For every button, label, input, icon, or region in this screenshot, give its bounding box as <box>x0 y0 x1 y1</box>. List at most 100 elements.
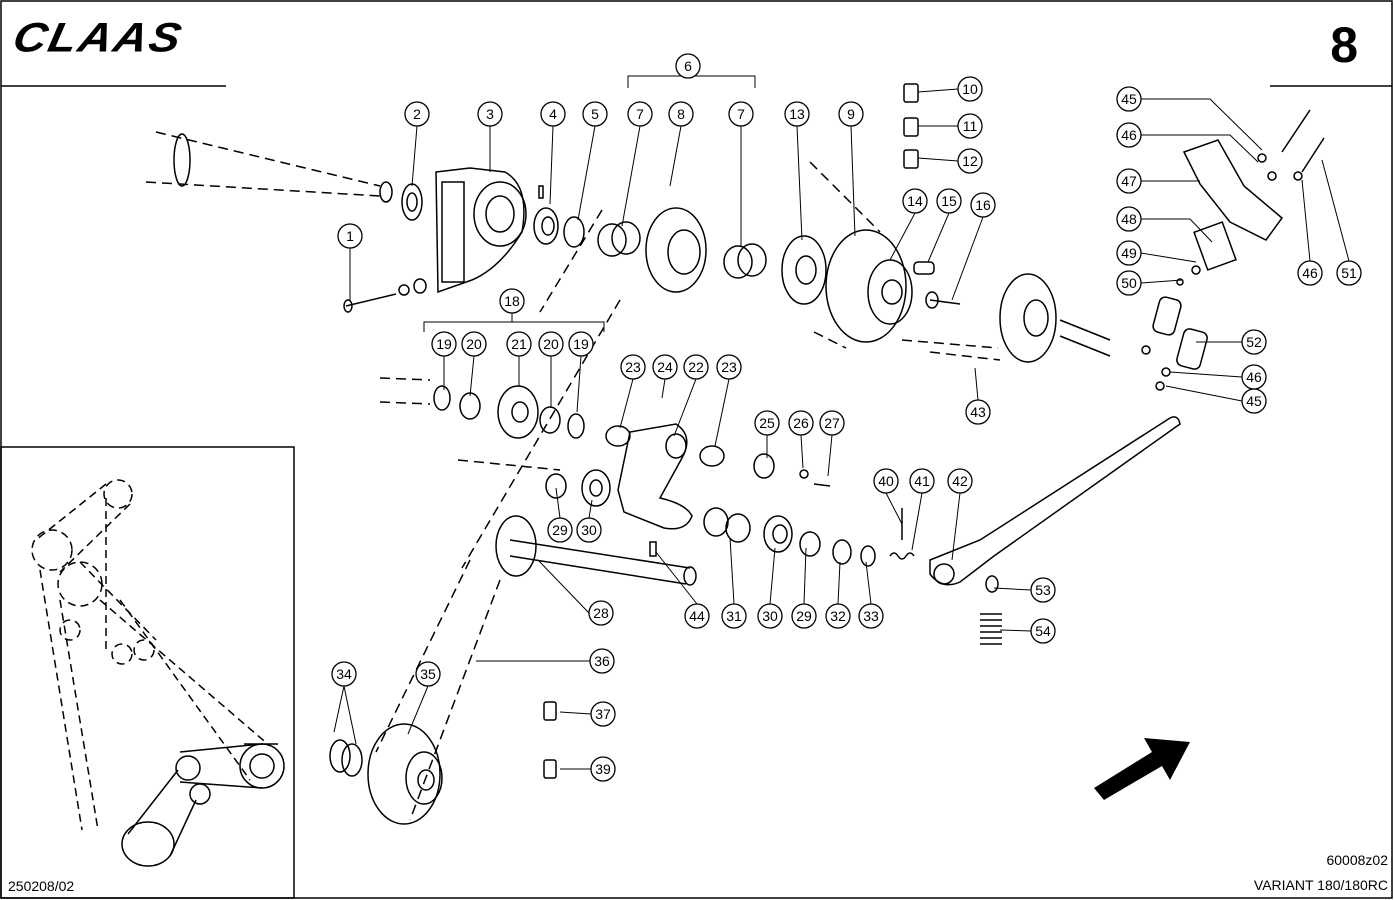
callout-circle <box>858 603 884 629</box>
callout-label: 8 <box>677 106 685 122</box>
callout-circle <box>957 113 983 139</box>
callout-circle <box>652 354 678 380</box>
callout-label: 14 <box>907 193 923 209</box>
callout-label: 27 <box>824 415 840 431</box>
callout-46: 46 <box>1297 260 1323 286</box>
callout-label: 50 <box>1121 275 1137 291</box>
callout-6: 6 <box>675 53 701 79</box>
callout-39: 39 <box>590 756 616 782</box>
callout-label: 42 <box>952 473 968 489</box>
callout-circle <box>1116 240 1142 266</box>
callout-circle <box>1030 577 1056 603</box>
callout-52: 52 <box>1241 329 1267 355</box>
callout-circle <box>499 288 525 314</box>
callout-label: 29 <box>552 522 568 538</box>
callout-circle <box>1030 618 1056 644</box>
callout-circle <box>337 223 363 249</box>
callout-label: 12 <box>962 153 978 169</box>
callout-35: 35 <box>415 661 441 687</box>
callout-circle <box>331 661 357 687</box>
callout-30: 30 <box>576 517 602 543</box>
callout-circle <box>909 468 935 494</box>
callout-11: 11 <box>957 113 983 139</box>
page-number: 8 <box>1330 17 1358 73</box>
callout-circle <box>838 101 864 127</box>
callout-label: 10 <box>962 81 978 97</box>
callout-22: 22 <box>683 354 709 380</box>
callout-circle <box>957 76 983 102</box>
callout-43: 43 <box>965 399 991 425</box>
callout-circle <box>1116 122 1142 148</box>
callout-label: 39 <box>595 761 611 777</box>
callout-circle <box>1336 260 1362 286</box>
callout-circle <box>957 148 983 174</box>
callout-circle <box>415 661 441 687</box>
callout-25: 25 <box>754 410 780 436</box>
callout-circle <box>1241 329 1267 355</box>
callout-label: 23 <box>625 359 641 375</box>
callout-circle <box>538 331 564 357</box>
callout-label: 36 <box>594 653 610 669</box>
callout-circle <box>788 410 814 436</box>
callout-29: 29 <box>791 603 817 629</box>
callout-label: 11 <box>963 118 978 134</box>
callout-44: 44 <box>684 603 710 629</box>
callout-46: 46 <box>1116 122 1142 148</box>
callout-29: 29 <box>547 517 573 543</box>
callout-49: 49 <box>1116 240 1142 266</box>
callout-53: 53 <box>1030 577 1056 603</box>
callout-3: 3 <box>477 101 503 127</box>
callout-2: 2 <box>404 101 430 127</box>
callout-circle <box>540 101 566 127</box>
callout-label: 24 <box>657 359 673 375</box>
callout-circle <box>754 410 780 436</box>
callout-label: 47 <box>1121 173 1137 189</box>
callout-label: 31 <box>726 608 742 624</box>
callout-label: 48 <box>1121 211 1137 227</box>
callout-label: 51 <box>1341 265 1357 281</box>
callout-12: 12 <box>957 148 983 174</box>
callout-21: 21 <box>506 331 532 357</box>
callout-label: 32 <box>830 608 846 624</box>
callout-label: 45 <box>1121 91 1137 107</box>
callout-circle <box>477 101 503 127</box>
callout-20: 20 <box>461 331 487 357</box>
callout-51: 51 <box>1336 260 1362 286</box>
sheet-code: 250208/02 <box>8 878 75 894</box>
drawing-code: 60008z02 <box>1326 852 1388 868</box>
callout-circle <box>721 603 747 629</box>
callout-circle <box>1116 86 1142 112</box>
callout-label: 5 <box>591 106 599 122</box>
callout-label: 41 <box>914 473 930 489</box>
callout-42: 42 <box>947 468 973 494</box>
callout-circle <box>716 354 742 380</box>
callout-circle <box>431 331 457 357</box>
callout-circle <box>791 603 817 629</box>
callout-5: 5 <box>582 101 608 127</box>
callout-label: 19 <box>573 336 589 352</box>
callout-label: 40 <box>878 473 894 489</box>
callout-26: 26 <box>788 410 814 436</box>
arrow-up-right-icon <box>1094 738 1190 800</box>
callout-label: 7 <box>636 106 644 122</box>
callout-circle <box>965 399 991 425</box>
callout-label: 26 <box>793 415 809 431</box>
callout-46: 46 <box>1241 364 1267 390</box>
callout-label: 54 <box>1035 623 1051 639</box>
callout-label: 30 <box>762 608 778 624</box>
callout-circle <box>547 517 573 543</box>
callout-34: 34 <box>331 661 357 687</box>
callout-circle <box>1116 206 1142 232</box>
callout-16: 16 <box>970 192 996 218</box>
callout-circle <box>1241 388 1267 414</box>
callout-circle <box>568 331 594 357</box>
callout-circle <box>684 603 710 629</box>
callout-label: 20 <box>543 336 559 352</box>
callout-47: 47 <box>1116 168 1142 194</box>
callout-37: 37 <box>590 701 616 727</box>
callout-18: 18 <box>499 288 525 314</box>
callout-circle <box>819 410 845 436</box>
callout-label: 7 <box>737 106 745 122</box>
